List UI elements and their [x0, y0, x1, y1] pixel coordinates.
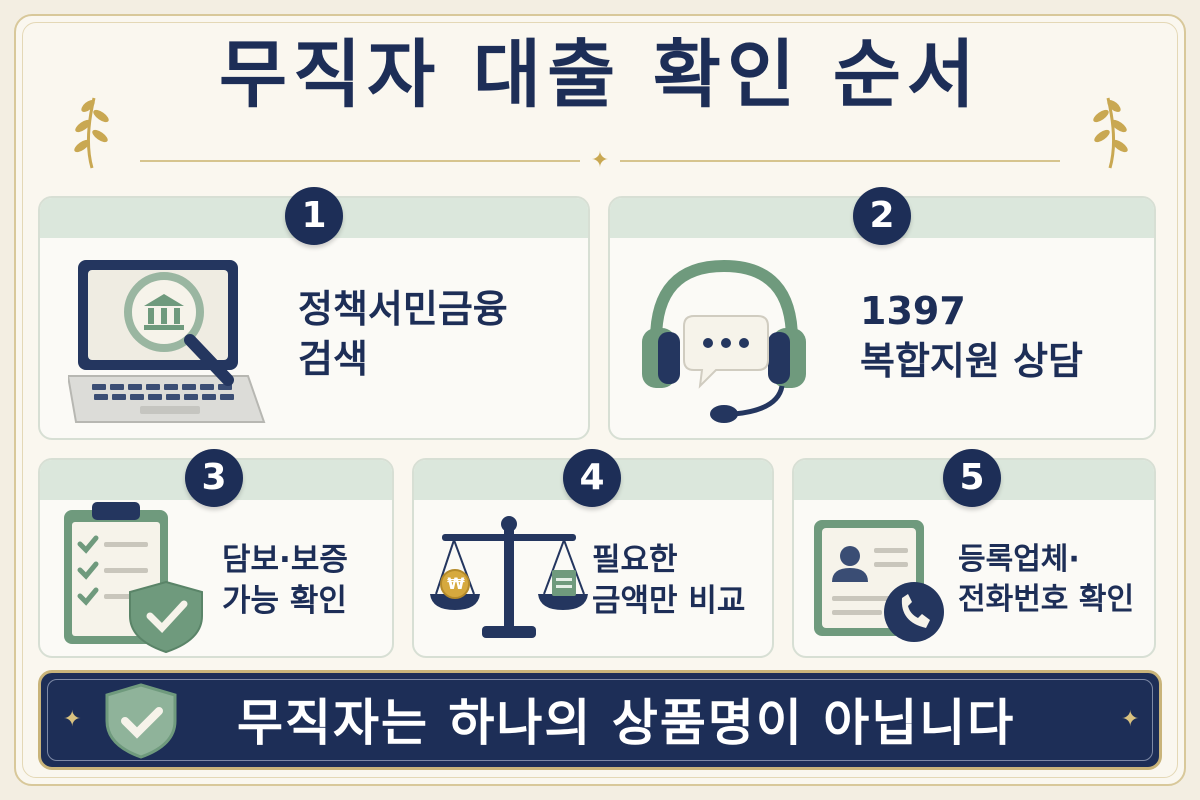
step-5-line1: 등록업체· — [958, 542, 1080, 577]
laptop-bank-magnifier-icon — [68, 260, 266, 423]
step-card-5: 등록업체· 전화번호 확인 — [792, 458, 1156, 658]
step-4-line2: 금액만 비교 — [592, 582, 746, 619]
title-divider-right — [620, 160, 1060, 162]
step-2-line2: 복합지원 상담 — [860, 339, 1083, 384]
step-5-line2: 전화번호 확인 — [958, 581, 1135, 617]
clipboard-shield-check-icon — [64, 502, 203, 654]
step-badge-1: 1 — [285, 187, 343, 245]
step-3-line1: 담보·보증 — [222, 542, 348, 578]
step-1-text: 정책서민금융 검색 — [298, 284, 508, 384]
inner-frame — [22, 22, 1178, 778]
step-badge-3: 3 — [185, 449, 243, 507]
step-1-line1: 정책서민금융 — [298, 287, 508, 331]
step-4-line1: 필요한 — [592, 542, 678, 578]
step-badge-4: 4 — [563, 449, 621, 507]
id-card-phone-icon — [814, 520, 944, 642]
bottom-banner: ✦ 무직자는 하나의 상품명이 아닙니다 ✦ — [38, 670, 1162, 770]
page-title: 무직자 대출 확인 순서 — [218, 32, 981, 118]
won-coin-symbol: ₩ — [447, 574, 465, 593]
shield-check-icon — [105, 683, 177, 759]
step-1-line2: 검색 — [298, 337, 368, 382]
balance-scale-icon — [430, 516, 588, 638]
step-3-line2: 가능 확인 — [222, 582, 347, 619]
sparkle-right-icon: ✦ — [1121, 707, 1140, 732]
step-4-text: 필요한 금액만 비교 — [592, 540, 745, 622]
title-divider-left — [140, 160, 580, 162]
banner-inner-border — [47, 679, 1153, 761]
step-2-line1: 1397 — [860, 289, 966, 333]
laurel-right-icon — [1093, 97, 1128, 169]
step-5-text: 등록업체· 전화번호 확인 — [958, 540, 1134, 619]
step-badge-2: 2 — [853, 187, 911, 245]
headset-chat-icon — [642, 259, 806, 423]
sparkle-left-icon: ✦ — [63, 707, 82, 732]
sparkle-icon: ✦ — [590, 148, 610, 173]
step-badge-5: 5 — [943, 449, 1001, 507]
banner-text: 무직자는 하나의 상품명이 아닙니다 — [237, 694, 1016, 752]
laurel-left-icon — [74, 97, 109, 169]
step-card-2: 1397 복합지원 상담 — [608, 196, 1156, 440]
step-3-text: 담보·보증 가능 확인 — [222, 540, 348, 622]
step-2-text: 1397 복합지원 상담 — [860, 286, 1083, 386]
